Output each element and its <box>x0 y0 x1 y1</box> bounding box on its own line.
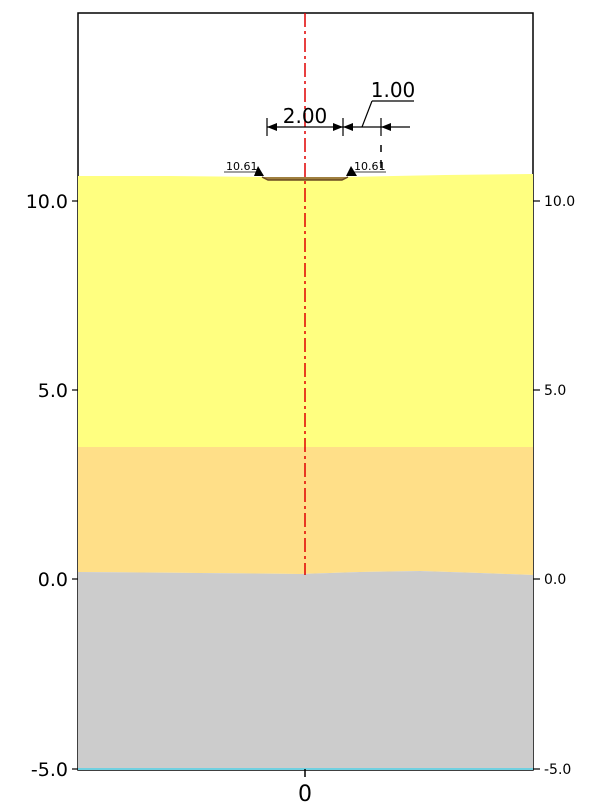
lower-layer <box>78 571 533 769</box>
left-axis: 10.0 5.0 0.0 -5.0 <box>26 191 78 781</box>
dimension-offset-label: 1.00 <box>371 78 416 102</box>
crest-cut <box>261 176 349 181</box>
right-axis: 10.0 5.0 0.0 -5.0 <box>533 194 575 778</box>
right-tick-10: 10.0 <box>544 194 575 210</box>
upper-layer <box>78 174 533 447</box>
elevation-right-label: 10.61 <box>354 160 386 173</box>
dimension-offset: 1.00 <box>343 78 415 168</box>
elevation-left-label: 10.61 <box>226 160 258 173</box>
middle-layer <box>78 447 533 575</box>
right-tick-minus5: -5.0 <box>544 762 571 778</box>
elevation-right: 10.61 <box>346 160 386 176</box>
dimension-width: 2.00 <box>266 104 344 136</box>
left-tick-minus5: -5.0 <box>31 759 68 781</box>
left-tick-0: 0.0 <box>38 569 68 591</box>
left-tick-5: 5.0 <box>38 380 68 402</box>
right-tick-0: 0.0 <box>544 572 566 588</box>
right-tick-5: 5.0 <box>544 383 566 399</box>
elevation-left: 10.61 <box>224 160 264 176</box>
left-tick-10: 10.0 <box>26 191 68 213</box>
center-label: 0 <box>298 782 312 807</box>
dimension-width-label: 2.00 <box>283 104 328 128</box>
